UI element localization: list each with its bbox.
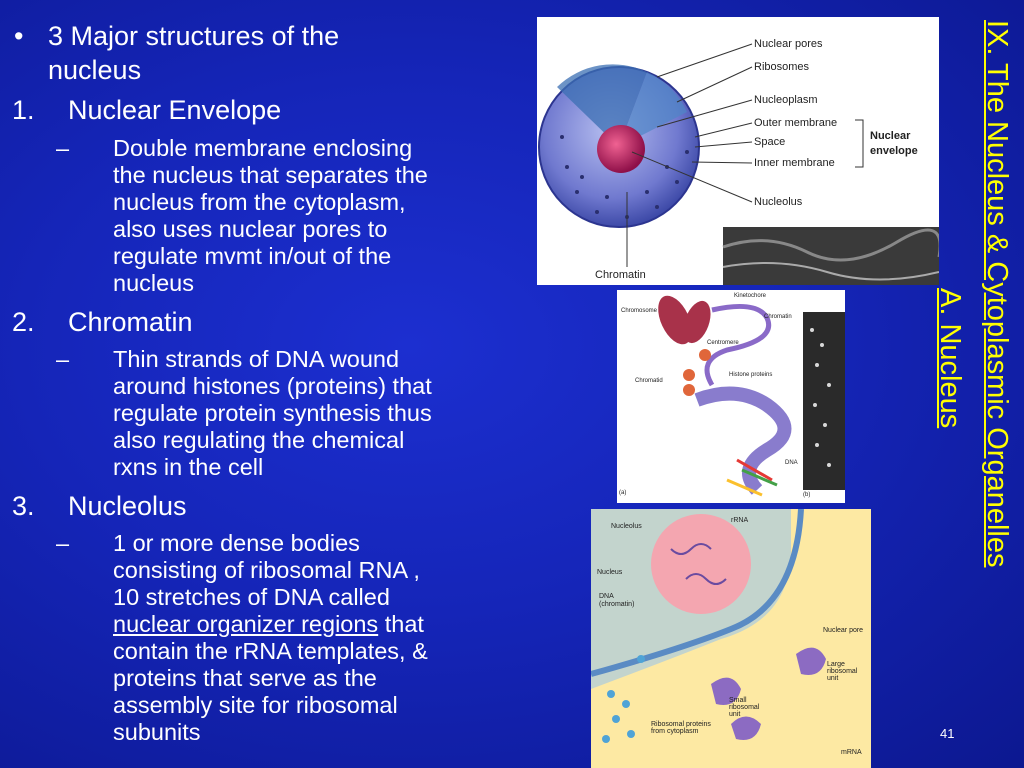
item-3-heading: Nucleolus [68,491,187,521]
item-1-desc-line: regulate mvmt in/out of the [113,243,392,269]
item-1-desc-line: Double membrane enclosing [113,135,413,161]
fig1-label: Nuclear pores [754,38,823,50]
item-3-desc-line: 10 stretches of DNA called [113,584,390,610]
item-3-desc-line: 1 or more dense bodies [113,530,360,556]
item-2-desc-line: regulate protein synthesis thus [113,400,432,426]
fig3-label: rRNA [731,517,749,524]
fig2-label: (a) [619,490,627,496]
item-1-heading: Nuclear Envelope [68,95,282,125]
item-3-desc-line: subunits [113,719,201,745]
fig2-label: Centromere [707,340,739,346]
fig3-label: Nuclear pore [823,627,864,634]
fig1-label: Outer membrane [754,117,838,129]
item-3-desc-line: that [384,611,424,637]
item-1-number: 1. [12,95,35,125]
item-3-desc-line: assembly site for ribosomal [113,692,398,718]
fig1-label: Chromatin [595,269,646,281]
fig1-bracket-label: envelope [870,145,918,157]
item-2-heading: Chromatin [68,307,193,337]
nucleus-cutaway-illustration [538,43,939,285]
fig2-label: Histone proteins [729,372,773,378]
item-3-desc-line: consisting of ribosomal RNA , [113,557,420,583]
intro-line-2: nucleus [48,55,142,85]
slide-subtitle: A. Nucleus [934,288,966,429]
fig1-label: Nucleolus [754,196,803,208]
item-1-desc-line: the nucleus that separates the [113,162,428,188]
item-1-desc-line: nucleus from the cytoplasm, [113,189,406,215]
fig2-label: Chromosome [621,308,658,314]
fig3-label: Large ribosomal unit [827,661,858,682]
item-2-number: 2. [12,307,35,337]
fig3-label: Small ribosomal unit [729,697,760,718]
item-1-desc-line: nucleus [113,270,194,296]
nuclear-organizer-regions-term: nuclear organizer regions [113,611,379,637]
fig1-label: Space [754,136,786,148]
nucleus-cutaway-figure: Nuclear pores Ribosomes Nucleoplasm Oute… [537,17,939,285]
slide-title: IX. The Nucleus & Cytoplasmic Organelles [981,20,1013,568]
fig3-label: Nucleus [597,569,623,576]
item-2-desc-line: also regulating the chemical [113,427,405,453]
ribosome-assembly-illustration [591,509,826,743]
page-number: 41 [940,726,955,741]
fig2-label: Chromatid [635,378,663,384]
ribosome-assembly-figure: Nucleolus rRNA Nucleus DNA (chromatin) N… [591,509,871,768]
item-2-desc-line: rxns in the cell [113,454,264,480]
item-3-desc-line: contain the rRNA templates, & [113,638,428,664]
fig1-label: Nucleoplasm [754,94,818,106]
intro-bullet: • [14,21,24,51]
intro-line-1: 3 Major structures of the [48,21,340,51]
item-3-number: 3. [12,491,35,521]
item-1-dash: – [56,135,70,161]
fig3-label: (chromatin) [599,601,635,608]
fig2-label: Chromatin [764,314,792,320]
fig3-label: Nucleolus [611,523,642,530]
item-2-dash: – [56,346,70,372]
item-2-desc-line: around histones (proteins) that [113,373,432,399]
fig2-label: Kinetochore [734,293,767,299]
item-1-desc-line: also uses nuclear pores to [113,216,388,242]
fig2-label: DNA [785,460,798,466]
item-2-desc-line: Thin strands of DNA wound [113,346,400,372]
chromatin-illustration [658,295,845,497]
fig1-bracket-label: Nuclear [870,130,911,142]
fig3-label: mRNA [841,749,862,756]
fig1-label: Inner membrane [754,157,835,169]
item-3-dash: – [56,530,70,556]
item-3-desc-line-with-term: nuclear organizer regions that [113,611,424,638]
fig2-label: (b) [803,492,811,498]
fig3-label: DNA [599,593,614,600]
fig3-label: Ribosomal proteins from cytoplasm [651,721,711,735]
chromatin-structure-figure: Kinetochore Chromosome Chromatin Centrom… [617,290,845,503]
item-3-desc-line: proteins that serve as the [113,665,377,691]
fig1-label: Ribosomes [754,61,810,73]
